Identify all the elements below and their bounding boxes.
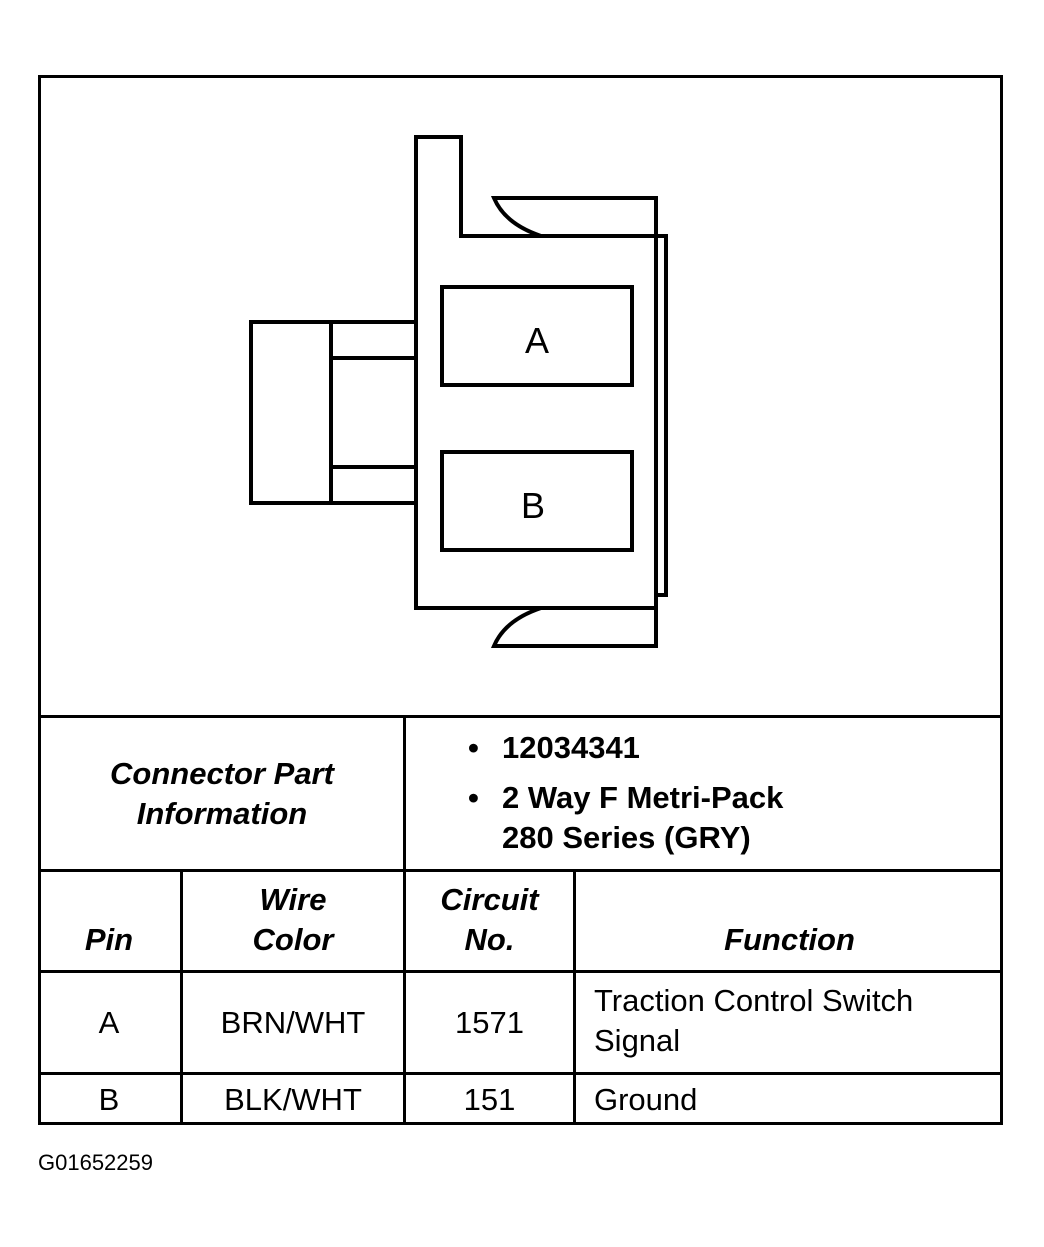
grid-line-header-top — [38, 869, 1003, 872]
header-function: Function — [724, 922, 855, 957]
diagram-frame — [38, 75, 1003, 1125]
cavity-a — [440, 285, 634, 387]
cavity-a-label: A — [525, 320, 549, 361]
grid-line-row-b-top — [38, 1072, 1003, 1075]
grid-line-pin-divider — [180, 870, 183, 1125]
part-description-line1: 2 Way F Metri-Pack — [502, 780, 784, 815]
bullet-icon: • — [468, 780, 479, 815]
header-pin: Pin — [84, 922, 134, 957]
cavity-b-label: B — [521, 485, 545, 526]
connector-part-info-label: Connector Part Information — [38, 716, 406, 871]
grid-line-part-info-top — [38, 715, 1003, 718]
header-circuit-no: Circuit No. — [440, 882, 539, 957]
grid-line-circuit-divider — [573, 870, 576, 1125]
connector-latch-block — [249, 320, 333, 505]
connector-bottom-lock-tab — [490, 606, 658, 648]
grid-line-part-info-divider — [403, 716, 406, 1125]
row-b-wire-color: BLK/WHT — [224, 1082, 362, 1117]
row-a-function: Traction Control Switch Signal — [594, 983, 914, 1058]
part-description-line2: 280 Series (GRY) — [502, 820, 751, 855]
part-number: 12034341 — [502, 730, 640, 765]
part-info-label-line1: Connector Part — [110, 755, 334, 791]
connector-body-outline — [414, 135, 668, 610]
row-a-wire-color: BRN/WHT — [220, 1004, 366, 1040]
grid-line-row-a-top — [38, 970, 1003, 973]
row-a-pin: A — [98, 1004, 120, 1040]
part-info-label-line2: Information — [136, 795, 308, 831]
cavity-b — [440, 450, 634, 552]
row-b-circuit: 151 — [463, 1082, 516, 1117]
bullet-icon: • — [468, 730, 479, 765]
connector-part-info-values: • 12034341 • 2 Way F Metri-Pack 280 Seri… — [406, 716, 1003, 871]
row-b-pin: B — [98, 1082, 120, 1117]
row-a-circuit: 1571 — [455, 1004, 524, 1040]
connector-top-lock-tab — [490, 196, 658, 238]
figure-id: G01652259 — [38, 1150, 153, 1175]
row-b-function: Ground — [594, 1082, 698, 1117]
header-wire-color: Wire Color — [252, 882, 334, 957]
